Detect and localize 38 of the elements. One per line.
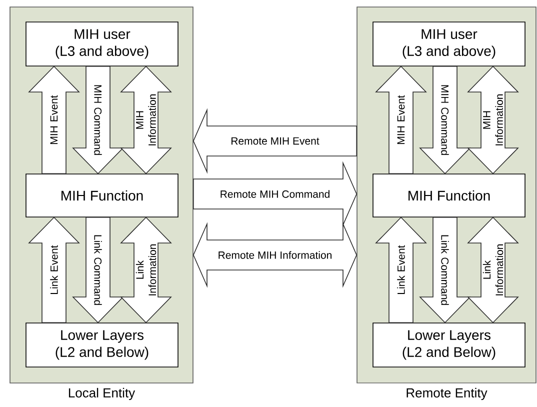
node-label: Remote Entity — [406, 388, 488, 400]
edge-label: MIH Information — [136, 94, 156, 146]
block-arrow — [193, 161, 358, 227]
block-arrow — [28, 216, 80, 323]
edge-label: Remote MIH Command — [220, 190, 330, 198]
block-arrow — [192, 222, 358, 288]
edge-label: Link Information — [482, 244, 504, 296]
edge-label: Link Information — [136, 244, 156, 296]
layer-box: Lower Layers (L2 and Below) — [372, 322, 526, 368]
block-arrow — [375, 216, 427, 323]
block-arrow — [28, 66, 80, 174]
edge-label: Remote MIH Event — [232, 137, 320, 145]
edge-label: Link Command — [94, 235, 102, 305]
edge-label: MIH Information — [483, 94, 503, 146]
block-arrow — [72, 66, 124, 174]
block-arrow — [120, 216, 172, 324]
block-arrow — [192, 108, 357, 174]
edge-label: Link Event — [50, 245, 58, 294]
edge-label: Remote MIH Information — [218, 251, 332, 259]
edge-label: Link Event — [397, 245, 405, 294]
edge-label: MIH Event — [397, 95, 405, 144]
node-label: Local Entity — [68, 388, 136, 400]
block-arrow — [72, 217, 124, 324]
edge-label: MIH Command — [441, 85, 449, 155]
edge-label: MIH Event — [50, 95, 58, 144]
block-arrow — [467, 66, 519, 174]
block-arrow — [467, 216, 519, 324]
block-arrow — [419, 66, 471, 174]
layer-box: Lower Layers (L2 and Below) — [26, 322, 178, 368]
edge-label: Link Command — [441, 235, 449, 305]
layer-box: MIH Function — [372, 174, 526, 218]
layer-box: MIH user (L3 and above) — [372, 22, 526, 66]
block-arrow — [120, 66, 172, 174]
block-arrow — [375, 66, 427, 174]
block-arrow — [419, 217, 471, 324]
layer-box: MIH Function — [26, 174, 178, 218]
edge-label: MIH Command — [94, 85, 102, 155]
layer-box: MIH user (L3 and above) — [26, 22, 178, 66]
